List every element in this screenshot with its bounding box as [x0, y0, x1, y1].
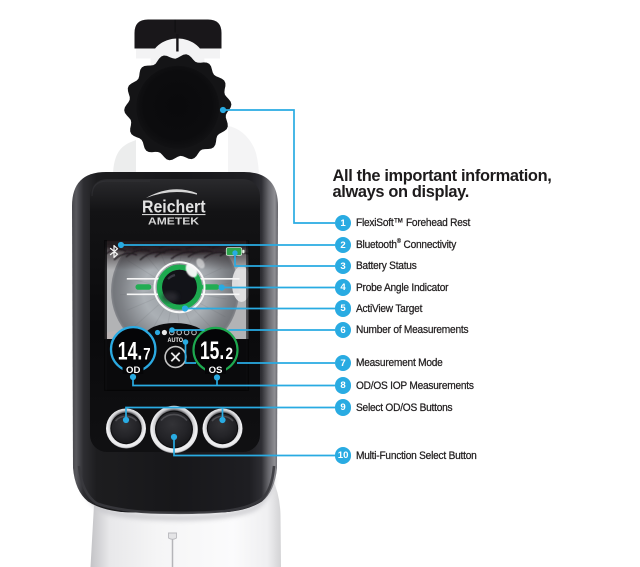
- svg-text:AUTO: AUTO: [168, 337, 184, 344]
- svg-text:15.: 15.: [200, 337, 224, 365]
- svg-text:14.: 14.: [118, 338, 143, 366]
- svg-text:AMETEK: AMETEK: [148, 216, 199, 228]
- svg-text:2: 2: [226, 345, 234, 363]
- svg-text:OD: OD: [126, 365, 140, 376]
- svg-text:OS: OS: [209, 365, 223, 376]
- svg-text:Reichert: Reichert: [142, 197, 206, 217]
- svg-text:7: 7: [143, 346, 150, 364]
